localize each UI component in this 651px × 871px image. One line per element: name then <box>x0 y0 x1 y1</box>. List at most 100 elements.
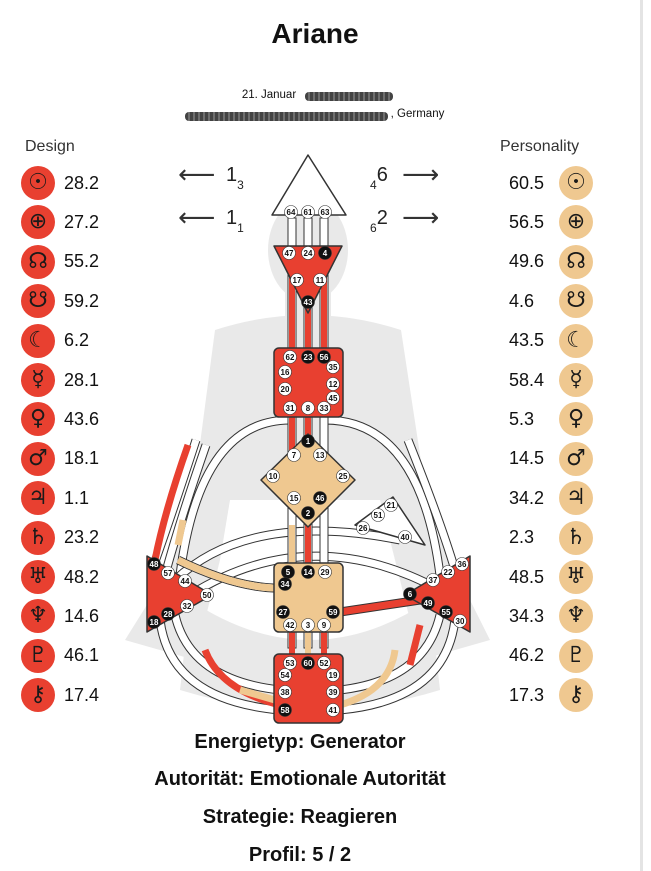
mercury-icon: ☿ <box>21 363 55 397</box>
personality-row-mercury: 58.4☿ <box>509 363 593 397</box>
svg-text:41: 41 <box>329 706 338 715</box>
personality-row-saturn: 2.3♄ <box>509 520 593 555</box>
mercury-icon: ☿ <box>559 363 593 397</box>
design-row-chiron: ⚷17.4 <box>21 678 110 713</box>
gate-60: 60 <box>301 656 315 670</box>
svg-text:10: 10 <box>269 472 278 481</box>
gate-31: 31 <box>283 401 297 415</box>
svg-text:55: 55 <box>442 608 451 617</box>
design-row-moon: ☾6.2 <box>21 323 110 358</box>
north-node-icon: ☊ <box>559 244 593 279</box>
planet-value: 27.2 <box>64 211 100 232</box>
svg-text:2: 2 <box>306 509 311 518</box>
gate-52: 52 <box>317 656 331 670</box>
svg-text:47: 47 <box>285 249 294 258</box>
planet-value: 60.5 <box>509 172 545 193</box>
personality-row-venus: 5.3♀ <box>509 402 593 437</box>
gate-12: 12 <box>326 377 340 391</box>
chiron-icon: ⚷ <box>559 678 593 713</box>
planet-value: 28.2 <box>64 172 100 193</box>
defined-channel-segments <box>151 443 456 709</box>
gate-47: 47 <box>282 246 296 260</box>
gate-11: 11 <box>313 273 327 287</box>
saturn-icon: ♄ <box>559 520 593 555</box>
root-center <box>273 653 344 724</box>
gate-44: 44 <box>178 574 192 588</box>
svg-text:51: 51 <box>374 511 383 520</box>
planet-value: 28.1 <box>64 369 100 390</box>
gate-30: 30 <box>453 614 467 628</box>
planet-value: 43.6 <box>64 408 100 429</box>
sun-icon: ☉ <box>559 166 593 200</box>
design-row-neptune: ♆14.6 <box>21 599 110 634</box>
venus-icon: ♀ <box>559 402 593 437</box>
svg-text:11: 11 <box>316 276 325 285</box>
svg-text:22: 22 <box>444 568 453 577</box>
svg-text:61: 61 <box>304 208 313 217</box>
gate-13: 13 <box>313 448 327 462</box>
gate-50: 50 <box>200 588 214 602</box>
svg-text:9: 9 <box>322 621 327 630</box>
gate-42: 42 <box>283 618 297 632</box>
svg-text:54: 54 <box>281 671 290 680</box>
gate-54: 54 <box>278 668 292 682</box>
svg-text:58: 58 <box>281 706 290 715</box>
gate-1: 1 <box>301 434 315 448</box>
svg-text:14: 14 <box>304 568 313 577</box>
svg-text:12: 12 <box>329 380 338 389</box>
mars-icon: ♂ <box>21 441 55 476</box>
planet-value: 55.2 <box>64 251 100 272</box>
gate-32: 32 <box>180 599 194 613</box>
design-row-mercury: ☿ 28.1 <box>21 363 110 397</box>
gate-45: 45 <box>326 391 340 405</box>
gate-62: 62 <box>283 350 297 364</box>
svg-text:25: 25 <box>339 472 348 481</box>
personality-row-south-node: 4.6☋ <box>509 284 593 319</box>
gate-26: 26 <box>356 521 370 535</box>
gate-4: 4 <box>318 246 332 260</box>
gate-64: 64 <box>284 205 298 219</box>
earth-icon: ⊕ <box>21 205 55 240</box>
jupiter-icon: ♃ <box>559 481 593 516</box>
svg-text:29: 29 <box>321 568 330 577</box>
gate-5: 5 <box>281 565 295 579</box>
gate-56: 56 <box>317 350 331 364</box>
gate-36: 36 <box>455 557 469 571</box>
personality-row-sun: 60.5 ☉ <box>509 166 593 200</box>
gate-10: 10 <box>266 469 280 483</box>
gate-19: 19 <box>326 668 340 682</box>
gate-22: 22 <box>441 565 455 579</box>
saturn-icon: ♄ <box>21 520 55 555</box>
svg-text:63: 63 <box>321 208 330 217</box>
mars-icon: ♂ <box>559 441 593 476</box>
personality-row-jupiter: 34.2 ♃ <box>509 481 593 516</box>
design-row-jupiter: ♃1.1 <box>21 481 110 516</box>
g-center <box>260 433 356 528</box>
uranus-icon: ♅ <box>21 560 55 594</box>
design-row-mars: ♂18.1 <box>21 441 110 476</box>
gate-27: 27 <box>276 605 290 619</box>
planet-value: 34.2 <box>509 487 545 508</box>
gate-48: 48 <box>147 557 161 571</box>
svg-text:59: 59 <box>329 608 338 617</box>
venus-icon: ♀ <box>21 402 55 437</box>
earth-icon: ⊕ <box>559 205 593 240</box>
gate-2: 2 <box>301 506 315 520</box>
svg-text:45: 45 <box>329 394 338 403</box>
svg-text:38: 38 <box>281 688 290 697</box>
svg-text:60: 60 <box>304 659 313 668</box>
personality-row-earth: 56.5⊕ <box>509 205 593 240</box>
svg-text:7: 7 <box>292 451 297 460</box>
gate-34: 34 <box>278 577 292 591</box>
redacted-birth-time <box>305 92 393 101</box>
svg-text:26: 26 <box>359 524 368 533</box>
neptune-icon: ♆ <box>21 599 55 634</box>
svg-text:43: 43 <box>304 298 313 307</box>
gate-8: 8 <box>301 401 315 415</box>
svg-text:42: 42 <box>286 621 295 630</box>
planet-value: 23.2 <box>64 527 100 548</box>
personality-row-north-node: 49.6☊ <box>509 244 593 279</box>
svg-text:48: 48 <box>150 560 159 569</box>
planet-value: 48.2 <box>64 566 100 587</box>
neptune-icon: ♆ <box>559 599 593 634</box>
